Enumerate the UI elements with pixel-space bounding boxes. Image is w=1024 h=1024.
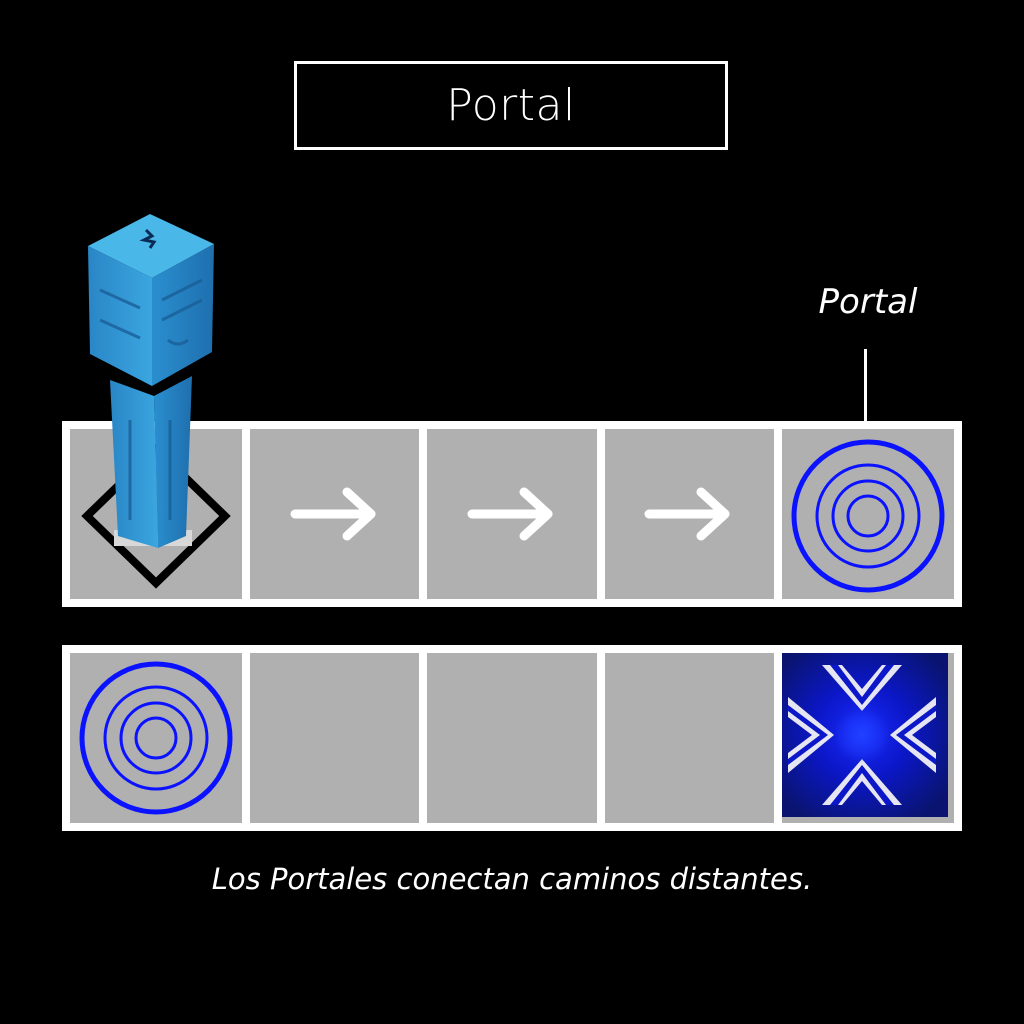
board-row-2 (62, 645, 962, 831)
page-title: Portal (294, 61, 728, 150)
page-title-text: Portal (446, 80, 576, 131)
portal-callout-label: Portal (818, 282, 918, 322)
tile-arrow[interactable] (604, 429, 774, 599)
board-row-1 (62, 421, 962, 607)
start-diamond-icon (81, 443, 231, 589)
tile-empty[interactable] (604, 653, 774, 823)
tile-arrow[interactable] (250, 429, 420, 599)
arrow-right-icon (467, 487, 553, 541)
tile-goal[interactable] (781, 653, 954, 823)
tile-portal[interactable] (70, 653, 242, 823)
pillar-character-icon (88, 214, 214, 548)
portal-rings-icon (79, 661, 233, 815)
arrow-right-icon (290, 487, 376, 541)
tile-empty[interactable] (250, 653, 420, 823)
arrow-right-icon (644, 487, 730, 541)
tile-empty[interactable] (427, 653, 597, 823)
portal-rings-icon (791, 439, 945, 593)
tile-arrow[interactable] (427, 429, 597, 599)
tile-portal[interactable] (781, 429, 954, 599)
caption-text: Los Portales conectan caminos distantes. (211, 862, 813, 896)
goal-x-icon (781, 653, 948, 817)
